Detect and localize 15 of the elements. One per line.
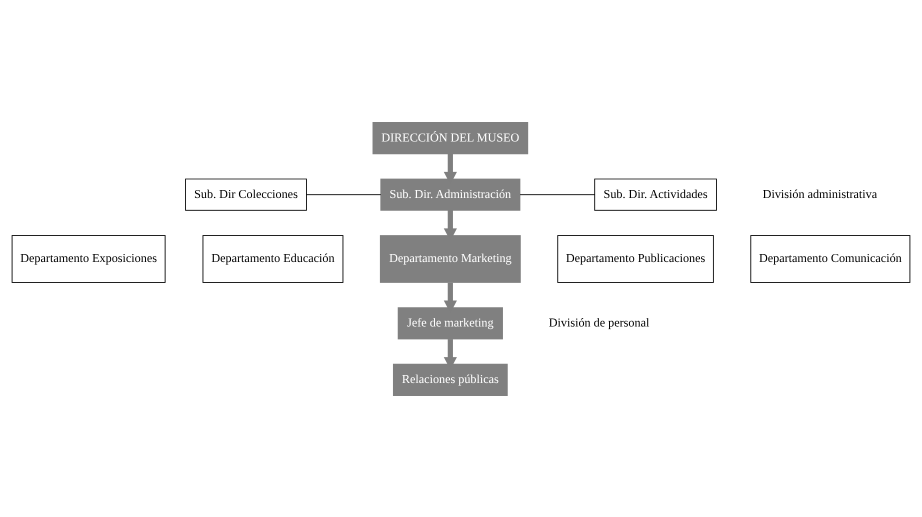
node-box: Departamento Marketing: [380, 234, 521, 282]
label: División administrativa: [762, 186, 878, 200]
node-box: Departamento Exposiciones: [12, 234, 166, 282]
label: División de personal: [548, 315, 650, 330]
connector: [306, 194, 382, 195]
node-box: DIRECCIÓN DEL MUSEO: [372, 122, 528, 154]
node-box: Departamento Educación: [202, 234, 344, 282]
node-box: Sub. Dir. Actividades: [594, 178, 717, 210]
node-box: Relaciones públicas: [392, 363, 508, 396]
node-box: Sub. Dir. Administración: [380, 178, 520, 210]
node-box: Jefe de marketing: [398, 306, 503, 339]
connector: [520, 194, 595, 195]
node-box: Sub. Dir Colecciones: [185, 178, 307, 210]
node-box: Departamento Publicaciones: [557, 234, 714, 282]
node-box: Departamento Comunicación: [750, 234, 910, 282]
